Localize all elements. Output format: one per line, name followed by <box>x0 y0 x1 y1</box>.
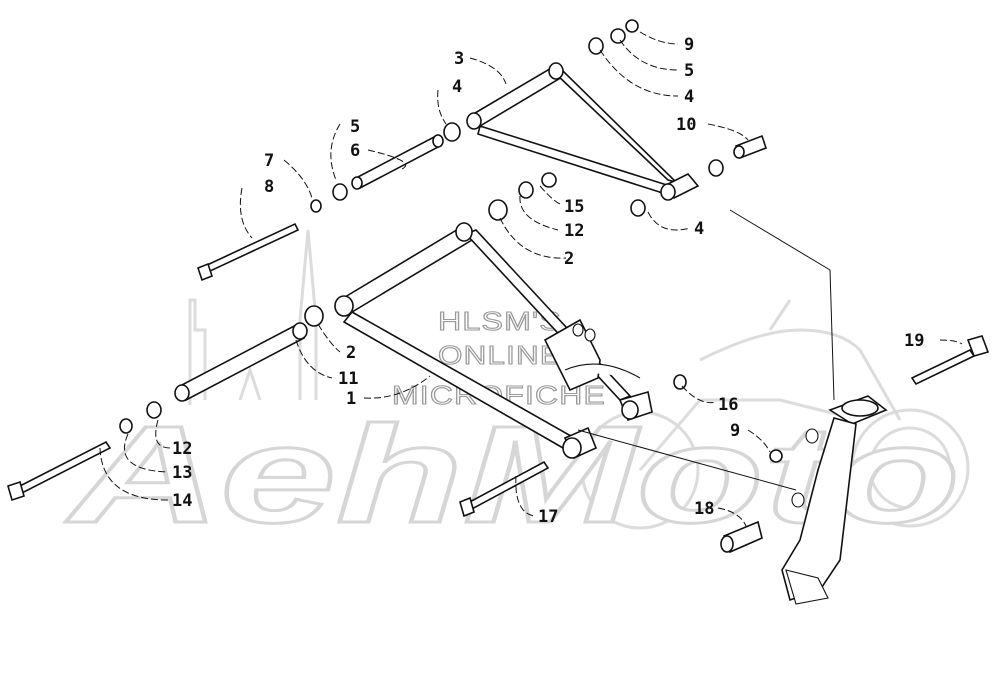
callout-6: 6 <box>350 141 360 161</box>
callout-17: 17 <box>538 507 558 527</box>
callout-10: 10 <box>676 115 696 135</box>
bolt-14 <box>7 440 112 502</box>
callout-8: 8 <box>264 177 274 197</box>
watermark-line-2: ONLINE <box>438 340 562 370</box>
sleeve-18 <box>720 520 763 554</box>
assembly-guide-lines <box>577 209 835 491</box>
callout-7: 7 <box>264 151 274 171</box>
bolt-19 <box>910 335 990 386</box>
lower-a-arm <box>334 222 653 460</box>
callout-13: 13 <box>172 463 192 483</box>
callout-5-mid: 5 <box>350 117 360 137</box>
callout-16: 16 <box>718 395 738 415</box>
bolt-17 <box>459 460 550 518</box>
watermark-spire <box>188 229 318 405</box>
callout-9-bot: 9 <box>730 421 740 441</box>
upper-a-arm <box>466 62 700 201</box>
callout-leaders <box>99 31 963 527</box>
callout-14: 14 <box>172 491 192 511</box>
bolt-8 <box>197 222 300 282</box>
callout-labels: 9 5 4 3 4 10 5 6 7 8 15 12 2 4 19 2 11 1… <box>172 35 924 527</box>
callout-12-bot: 12 <box>172 439 192 459</box>
callout-11: 11 <box>338 369 358 389</box>
callout-1: 1 <box>346 389 356 409</box>
sleeve-10 <box>733 134 768 160</box>
callout-9-top: 9 <box>684 35 694 55</box>
callout-19: 19 <box>904 331 924 351</box>
callout-15: 15 <box>564 197 584 217</box>
callout-2-top: 2 <box>564 249 574 269</box>
callout-4-a: 4 <box>452 77 462 97</box>
spindle <box>781 395 888 605</box>
sleeve-11 <box>174 322 308 402</box>
callout-18: 18 <box>694 499 714 519</box>
small-hardware <box>119 19 783 463</box>
callout-4-top: 4 <box>684 87 694 107</box>
callout-4-bot: 4 <box>694 219 704 239</box>
sleeve-6 <box>351 134 444 190</box>
callout-2-mid: 2 <box>346 343 356 363</box>
callout-5-top: 5 <box>684 61 694 81</box>
callout-3: 3 <box>454 49 464 69</box>
callout-12-top: 12 <box>564 221 584 241</box>
